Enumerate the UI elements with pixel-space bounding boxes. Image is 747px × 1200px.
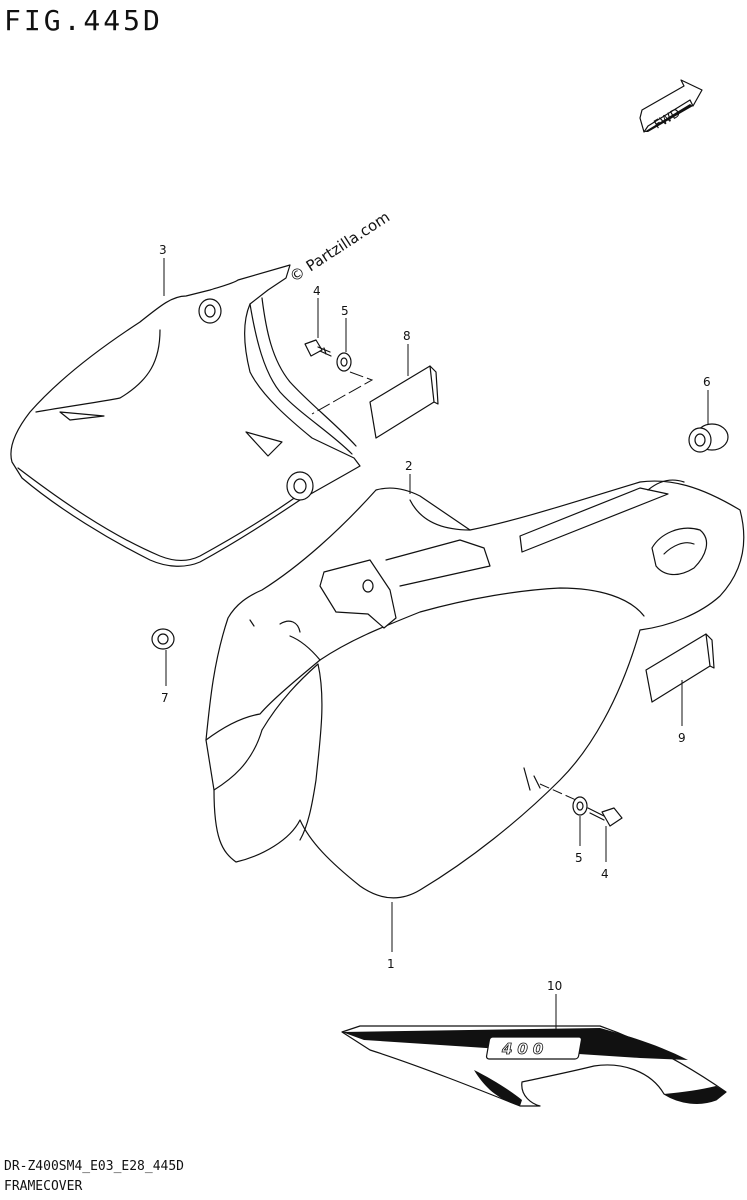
part-1-frame-cover — [205, 479, 745, 899]
callout-5-upper: 5 — [341, 304, 349, 318]
callout-9: 9 — [678, 731, 686, 745]
fwd-arrow-icon: FWD — [639, 79, 703, 133]
part-10-decal: 400 — [341, 1025, 727, 1107]
figure-caption: FRAMECOVER — [4, 1179, 83, 1194]
part-8-pad — [369, 365, 439, 439]
part-6-grommet — [688, 423, 729, 453]
bolt-upper — [304, 339, 332, 357]
callout-7: 7 — [161, 691, 169, 705]
callout-10: 10 — [547, 979, 562, 993]
washer-upper — [336, 352, 352, 372]
callout-3: 3 — [159, 243, 167, 257]
washer-lower — [572, 796, 588, 816]
callout-2: 2 — [405, 459, 413, 473]
callout-4-upper: 4 — [313, 284, 321, 298]
part-9-pad — [645, 633, 715, 703]
figure-title: FIG.445D — [4, 4, 163, 37]
figure-code: DR-Z400SM4_E03_E28_445D — [4, 1159, 185, 1174]
part-7-grommet — [151, 628, 175, 650]
callout-1: 1 — [387, 957, 395, 971]
bolt-lower — [587, 807, 623, 827]
callout-5-lower: 5 — [575, 851, 583, 865]
part-3-side-cover — [10, 264, 361, 567]
callout-8: 8 — [403, 329, 411, 343]
decal-text: 400 — [501, 1040, 548, 1058]
callout-6: 6 — [703, 375, 711, 389]
callout-4-lower: 4 — [601, 867, 609, 881]
